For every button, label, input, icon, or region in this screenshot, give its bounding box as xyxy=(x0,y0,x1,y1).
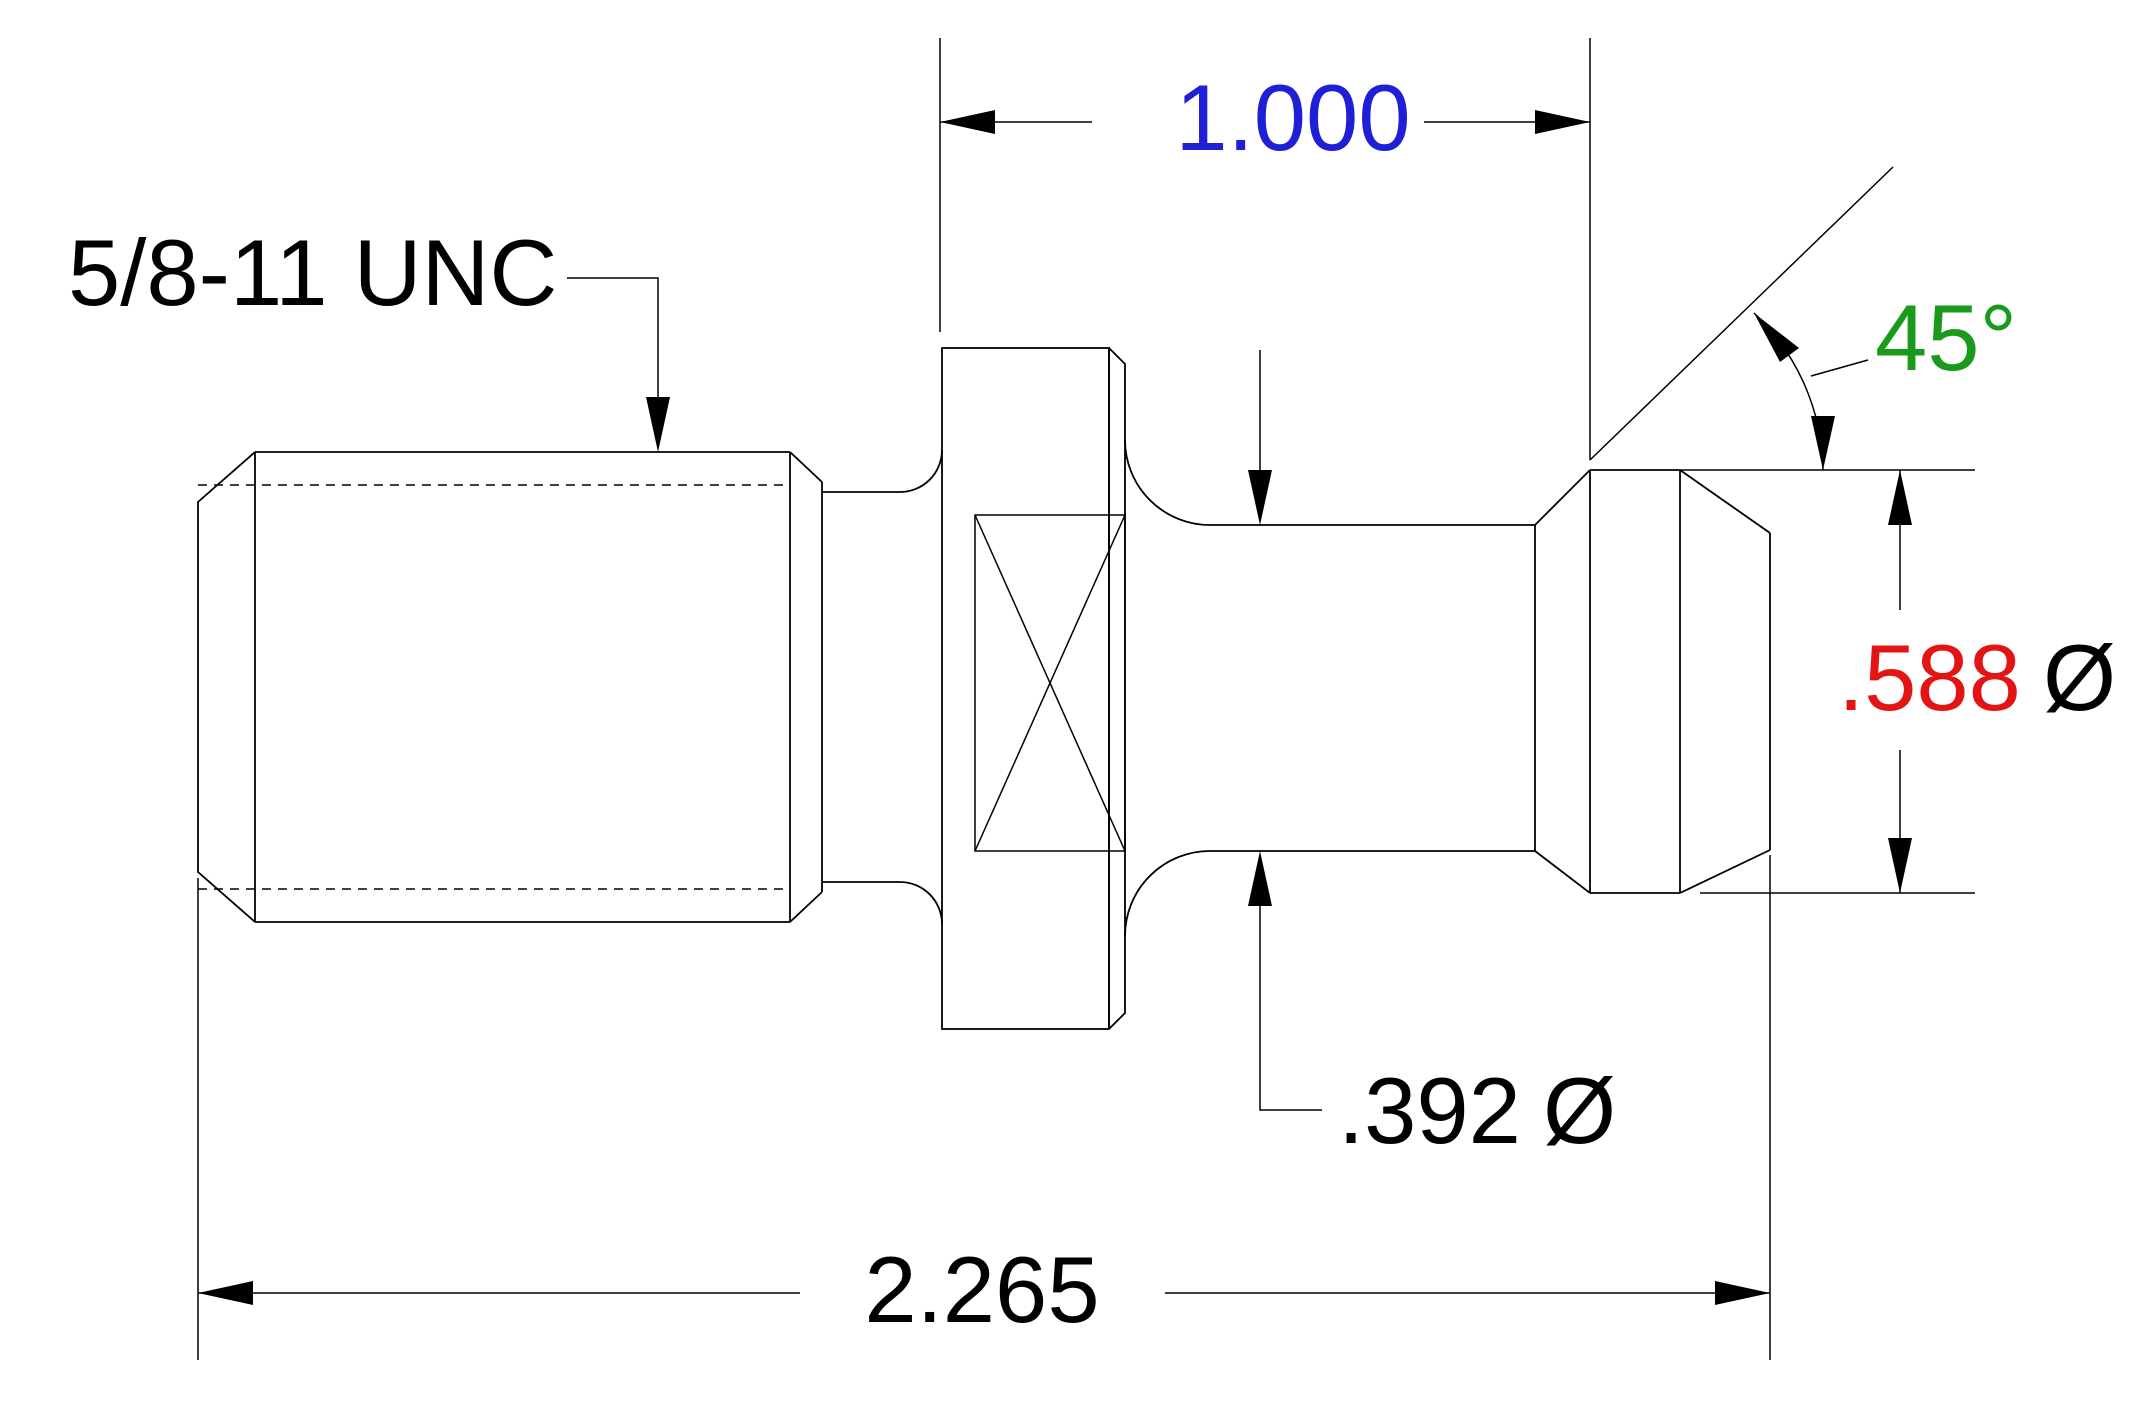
part-outline xyxy=(197,347,1771,1030)
thread-callout-text: 5/8-11 UNC xyxy=(68,220,557,325)
head-diameter-value: .588 xyxy=(1838,625,2021,730)
thread-minor-dia-hidden-lines xyxy=(198,484,790,890)
neck xyxy=(1124,439,1591,937)
wrench-flat xyxy=(974,514,1126,852)
chamfer-angle-value: 45° xyxy=(1875,285,2017,390)
chamfer-angle-dimension: 45° xyxy=(1589,166,2017,471)
head-diameter-symbol: Ø xyxy=(2043,625,2116,730)
head xyxy=(1589,469,1771,894)
overall-length-dimension: 2.265 xyxy=(197,855,1771,1360)
thread-callout: 5/8-11 UNC xyxy=(68,220,670,452)
gauge-length-dimension: 1.000 xyxy=(939,38,1591,460)
flange-collar xyxy=(941,347,1126,1030)
overall-length-value: 2.265 xyxy=(864,1237,1099,1342)
threaded-shank xyxy=(197,451,823,923)
neck-diameter-value: .392 xyxy=(1338,1058,1521,1163)
neck-diameter-symbol: Ø xyxy=(1543,1058,1616,1163)
relief-groove xyxy=(822,449,943,925)
gauge-length-value: 1.000 xyxy=(1175,65,1410,170)
